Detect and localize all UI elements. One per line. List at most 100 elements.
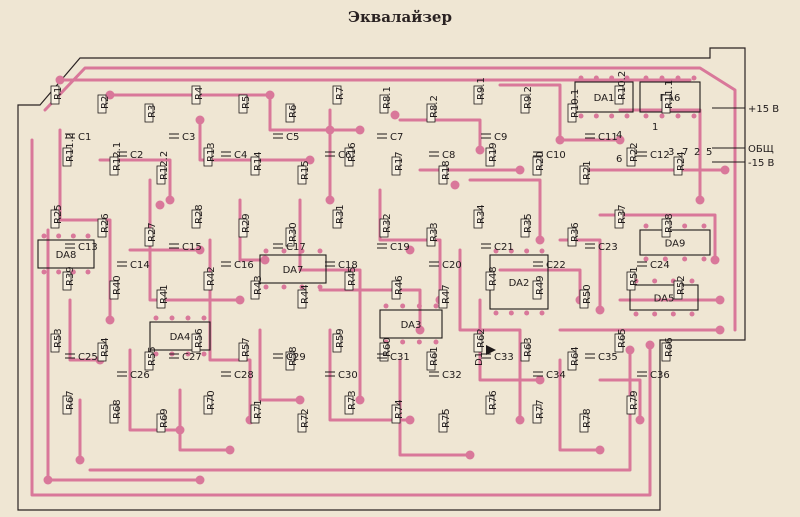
ic-pin [675, 75, 681, 81]
ic-pin [153, 351, 159, 357]
capacitor-label: C21 [494, 242, 514, 253]
ic-pin [493, 248, 499, 254]
resistor-label: R28 [194, 204, 205, 224]
ic-pin [662, 256, 668, 262]
ic-pin [659, 75, 665, 81]
resistor-body [285, 227, 295, 247]
resistor-label: R51 [629, 266, 640, 286]
ic-pin [689, 311, 695, 317]
trace [558, 358, 602, 452]
trace [378, 188, 442, 302]
ic-pin [643, 75, 649, 81]
ic-label: DA9 [665, 239, 686, 250]
capacitor-label: C3 [182, 132, 195, 143]
ic-pin [643, 223, 649, 229]
capacitor-label: C11 [598, 132, 618, 143]
solder-pad [515, 415, 525, 425]
capacitor-label: C22 [546, 260, 566, 271]
resistor-body [97, 342, 107, 362]
resistor-label: R14 [253, 151, 264, 171]
ic-package [379, 309, 443, 339]
resistor-label: R27 [147, 222, 158, 242]
resistor-body [97, 94, 107, 114]
ic-pin [169, 315, 175, 321]
pin-number: 5 [706, 147, 712, 158]
resistor-label: R1 [53, 87, 64, 100]
trace [598, 378, 642, 422]
figure-title: Эквалайзер [348, 8, 452, 26]
ic-pin [263, 248, 269, 254]
solder-pad [450, 180, 460, 190]
ic-pin [56, 269, 62, 275]
resistor-label: R8.1 [382, 86, 393, 109]
ic-pin [400, 303, 406, 309]
resistor-label: R20 [535, 151, 546, 171]
resistor-body [426, 227, 436, 247]
resistor-label: R67 [65, 390, 76, 410]
resistor-label: R49 [535, 275, 546, 295]
resistor-body [661, 94, 671, 114]
resistor-label: R4 [194, 87, 205, 100]
trace [398, 358, 472, 457]
resistor-body [238, 342, 248, 362]
resistor-body [579, 289, 589, 309]
ic-label: DA3 [401, 320, 422, 331]
resistor-label: R61 [429, 346, 440, 366]
ic-pin [682, 223, 688, 229]
resistor-body [473, 333, 483, 353]
solder-pad [695, 195, 705, 205]
resistor-label: R8.2 [429, 95, 440, 118]
solder-pad [595, 305, 605, 315]
resistor-body [238, 94, 248, 114]
diode-label: D1 [474, 352, 485, 366]
ic-pin [643, 256, 649, 262]
ic-pin [416, 339, 422, 345]
ic-pin [691, 113, 697, 119]
resistor-body [191, 333, 201, 353]
resistor-label: R19 [488, 142, 499, 162]
resistor-body [661, 342, 671, 362]
solder-pad [195, 115, 205, 125]
solder-pad [295, 395, 305, 405]
resistor-body [191, 209, 201, 229]
resistor-body [203, 271, 213, 291]
trace [468, 178, 542, 242]
resistor-body [109, 404, 119, 424]
resistor-label: R64 [570, 346, 581, 366]
resistor-label: R77 [535, 399, 546, 419]
trace [108, 93, 362, 132]
solder-pad [105, 315, 115, 325]
solder-pad [175, 425, 185, 435]
ic-pin [691, 75, 697, 81]
ic-pin [281, 284, 287, 290]
resistor-body [426, 103, 436, 123]
resistor-body [332, 333, 342, 353]
ic-pin [593, 113, 599, 119]
resistor-body [144, 351, 154, 371]
resistor-body [50, 209, 60, 229]
solder-pad [465, 450, 475, 460]
ic-pin [281, 248, 287, 254]
resistor-body [156, 289, 166, 309]
resistor-label: R78 [582, 408, 593, 428]
resistor-label: R37 [617, 204, 628, 224]
ic-pin [578, 113, 584, 119]
resistor-body [191, 85, 201, 105]
solder-pad [165, 195, 175, 205]
capacitor-label: C27 [182, 352, 202, 363]
solder-pad [195, 475, 205, 485]
resistor-label: R72 [300, 408, 311, 428]
resistor-label: R6 [288, 105, 299, 118]
solder-pad [535, 235, 545, 245]
resistor-label: R70 [206, 390, 217, 410]
ic-pin [201, 315, 207, 321]
resistor-label: R76 [488, 390, 499, 410]
capacitor-label: C15 [182, 242, 202, 253]
resistor-body [250, 404, 260, 424]
resistor-label: R74 [394, 399, 405, 419]
ic-label: DA2 [509, 278, 530, 289]
pin-number: 1 [652, 122, 658, 133]
ic-pin [689, 278, 695, 284]
trace [58, 128, 112, 322]
